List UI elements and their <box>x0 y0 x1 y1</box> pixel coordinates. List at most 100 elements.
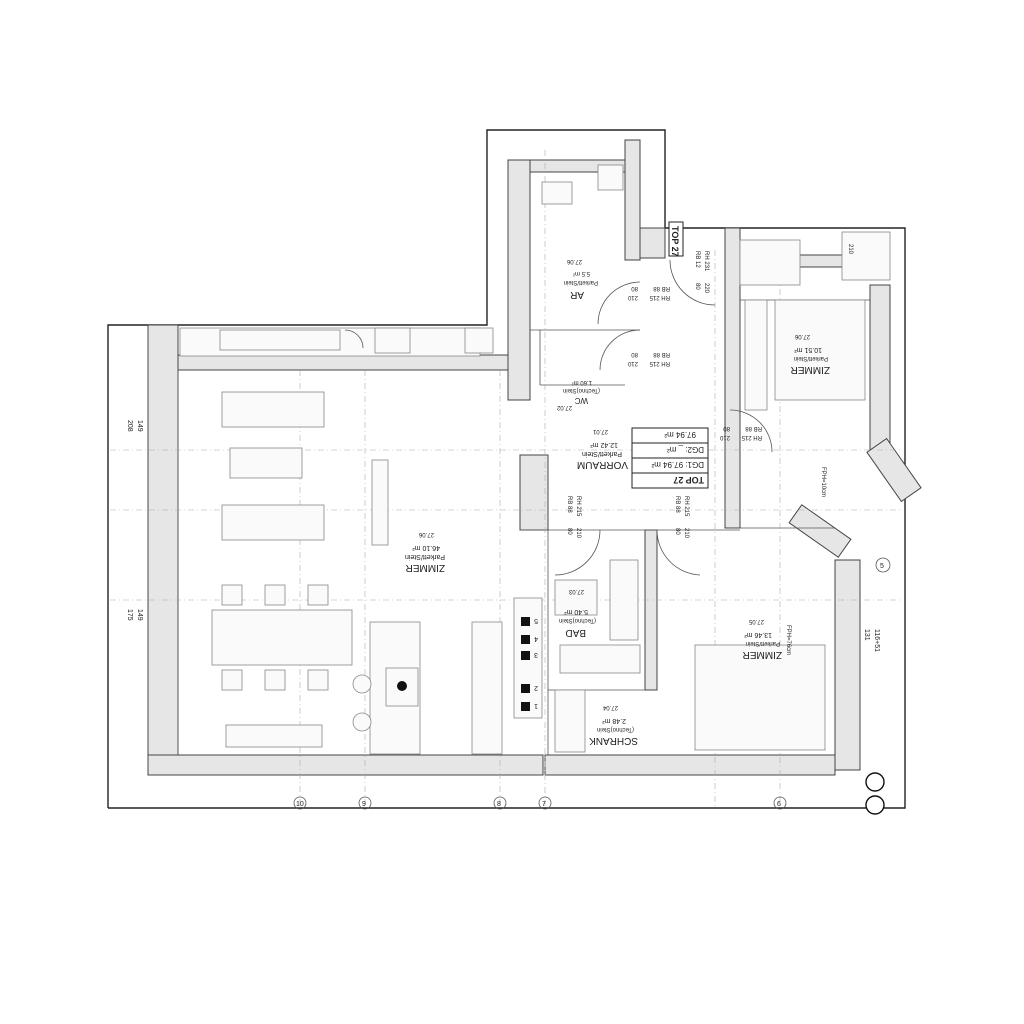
room-code: 27.02 <box>556 404 572 410</box>
grid-marker: 10 <box>296 801 304 808</box>
grid-marker: 6 <box>777 801 781 808</box>
column-symbol <box>865 795 885 815</box>
walls <box>147 139 922 776</box>
door-rh: RH 215 <box>683 496 689 517</box>
top-tag: TOP 27 <box>668 221 684 257</box>
appliance-numbers: 5 4 3 2 1 <box>521 617 538 711</box>
appliance-number: 4 <box>534 635 538 642</box>
door-rb: RB 12 <box>694 251 700 268</box>
window-dim-bottom: 131 <box>863 629 870 641</box>
grid-marker: 9 <box>362 801 366 808</box>
door-width: 210 <box>627 294 638 300</box>
room-area: 12.42 m² <box>590 441 618 448</box>
door-note: 80 <box>631 285 638 291</box>
room-name: VORRAUM <box>577 459 628 470</box>
room-name: SCHRANK <box>589 735 638 746</box>
vanity <box>609 559 639 641</box>
room-name: AR <box>570 289 584 300</box>
room-area: 46.10 m² <box>412 544 440 551</box>
unit-dg1: DG1: 97.94 m² <box>651 460 704 469</box>
unit-top: TOP 27 <box>673 475 704 485</box>
hob-icon <box>397 681 407 691</box>
dining-table <box>211 609 353 666</box>
room-code: 27.05 <box>748 618 764 624</box>
window-dim-top: 116+51 <box>873 629 880 652</box>
door-rh: RH 215 <box>741 434 762 440</box>
room-floor: Parkett/Stein <box>564 279 598 285</box>
bed-ne <box>774 299 866 401</box>
door-rh: RH 231 <box>703 251 709 272</box>
door-note: 80 <box>694 283 700 290</box>
coffee-table <box>229 447 303 479</box>
room-name: ZIMMER <box>791 364 830 375</box>
window-dim-top: 149 <box>136 609 143 621</box>
door-width: 210 <box>683 528 689 539</box>
room-floor: (Techno)Stein <box>559 617 596 623</box>
door-note: 80 <box>723 425 730 431</box>
bed-se <box>694 644 826 751</box>
stool <box>352 674 372 694</box>
door-width: 210 <box>719 434 730 440</box>
window-dim-bottom: 175 <box>126 609 133 621</box>
window-dim-bottom: 208 <box>126 420 133 432</box>
window-dims: 149 208 149 175 116+51 131 FPH=76cm FPH=… <box>126 244 880 655</box>
room-name: ZIMMER <box>406 562 445 573</box>
grid-marker: 8 <box>497 801 501 808</box>
room-name: WC <box>574 396 588 405</box>
wardrobe-ne <box>744 299 768 411</box>
door-rh: RH 215 <box>649 360 670 366</box>
outer-boundary <box>107 129 906 809</box>
room-name: BAD <box>565 627 586 638</box>
door-rb: RB 88 <box>566 496 572 513</box>
room-floor: (Techno)Stein <box>563 387 600 393</box>
stool <box>352 712 372 732</box>
grid-marker: 5 <box>880 563 884 570</box>
door-width: 210 <box>627 360 638 366</box>
appliance-number: 3 <box>534 651 538 658</box>
door-note: 80 <box>674 528 680 535</box>
unit-dg2: DG2: _ m² <box>667 445 704 454</box>
room-code: 27.03 <box>568 588 584 594</box>
door-rh: RH 215 <box>649 294 670 300</box>
appliance-number: 1 <box>534 702 538 709</box>
wardrobe-schrank <box>554 689 586 753</box>
bathtub <box>559 644 641 674</box>
room-area: 10.51 m² <box>794 346 822 353</box>
room-code: 27.04 <box>602 704 618 710</box>
window-dim-top: 149 <box>136 420 143 432</box>
room-labels: ZIMMER Parkett/Stein 46.10 m² 27.06 VORR… <box>405 258 830 746</box>
room-floor: Parkett/Stein <box>582 450 622 457</box>
bathtub-area <box>554 579 598 616</box>
room-floor: (Techno)Stein <box>597 726 634 732</box>
grid-marker: 7 <box>542 801 546 808</box>
door-width: 210 <box>575 528 581 539</box>
door-rh: RH 215 <box>575 496 581 517</box>
grid-markers: 10 9 8 7 6 5 <box>293 557 891 815</box>
unit-total: 97.94 m² <box>664 430 696 439</box>
tv-board <box>371 459 389 546</box>
sofa-2 <box>221 504 325 541</box>
fph-note: FPH=10cm <box>820 467 826 497</box>
fph-note: FPH=76cm <box>785 625 791 655</box>
room-code: 27.06 <box>566 258 582 264</box>
room-area: 2.48 m² <box>602 717 626 724</box>
svg-text:TOP 27: TOP 27 <box>670 226 680 257</box>
door-tags: RH 215 210 RB 88 80 RH 215 210 RB 88 80 … <box>566 251 762 539</box>
door-rb: RB 88 <box>674 496 680 513</box>
room-floor: Parkett/Stein <box>746 640 780 646</box>
room-floor: Parkett/Stein <box>405 553 445 560</box>
room-floor: Parkett/Stein <box>794 355 828 361</box>
room-code: 27.06 <box>418 531 434 537</box>
kitchen-counter <box>471 621 503 755</box>
room-area: 1.60 m² <box>572 379 592 385</box>
appliance-number: 5 <box>534 617 538 624</box>
room-area: 13.46 m² <box>744 631 772 638</box>
column-symbol <box>865 772 885 792</box>
door-note: 80 <box>631 351 638 357</box>
door-width: 220 <box>703 283 709 294</box>
top-window-dim: 210 <box>847 244 853 255</box>
room-code: 27.06 <box>794 333 810 339</box>
room-name: ZIMMER <box>743 649 782 660</box>
door-rb: RB 88 <box>653 285 670 291</box>
